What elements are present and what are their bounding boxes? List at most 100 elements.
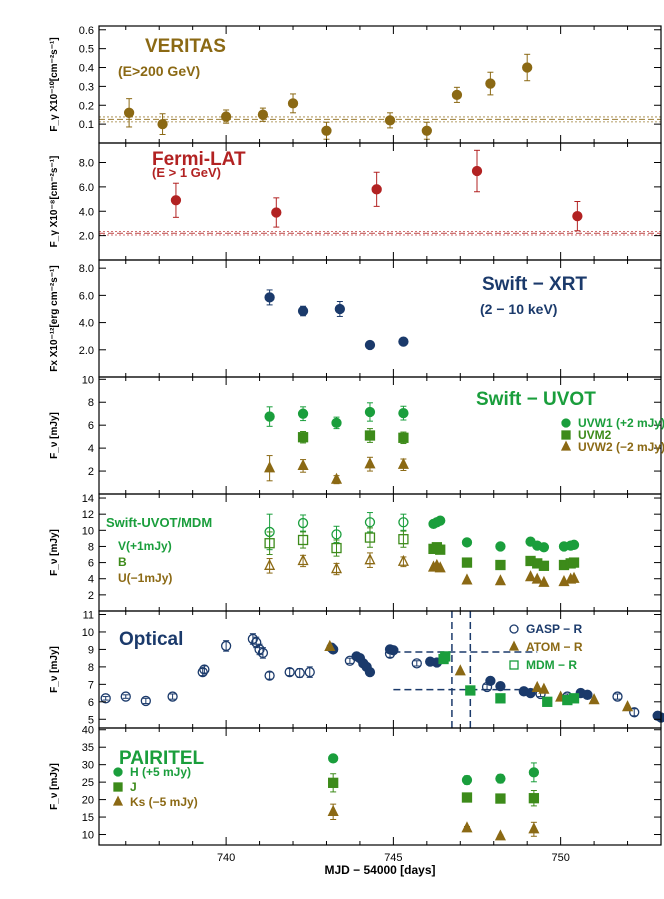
panel-title: (E > 1 GeV) [152, 165, 221, 180]
data-point [451, 89, 463, 101]
data-point [485, 675, 496, 687]
panel-title: VERITAS [145, 36, 226, 57]
chart-panels: 0.10.20.30.40.50.6F_γ X10⁻¹⁰[cm⁻²s⁻¹]VER… [49, 25, 664, 864]
data-point [364, 406, 376, 418]
data-point [524, 570, 537, 582]
y-tick-label: 0.1 [79, 119, 94, 131]
y-tick-label: 11 [83, 609, 94, 621]
data-point [297, 305, 309, 317]
x-axis-label: MJD − 54000 [days] [324, 863, 435, 877]
legend-label: V(+1mJy) [118, 539, 172, 553]
panel-title: (E>200 GeV) [118, 63, 200, 79]
data-point [461, 792, 473, 803]
y-tick-label: 9 [88, 644, 94, 656]
data-point [435, 544, 446, 555]
data-point [494, 829, 506, 841]
data-point [629, 707, 640, 718]
y-tick-label: 8 [88, 397, 94, 409]
data-point [440, 651, 451, 662]
data-point [328, 777, 339, 788]
series-mdm [438, 651, 580, 707]
data-point [495, 680, 506, 692]
y-tick-label: 0.5 [79, 44, 94, 56]
legend-label: U(−1mJy) [118, 571, 172, 585]
data-point [330, 562, 343, 574]
series-b-filled [428, 542, 580, 571]
data-point [542, 696, 553, 707]
data-point [100, 693, 111, 704]
data-point [655, 712, 664, 723]
x-tick-label: 740 [217, 852, 235, 864]
data-point [364, 339, 376, 351]
y-tick-label: 0.3 [79, 81, 94, 93]
panel-title: Fermi-LAT [152, 149, 246, 170]
panel-title: (2 − 10 keV) [480, 301, 557, 317]
data-point [364, 553, 376, 565]
data-point [528, 793, 540, 804]
data-point [568, 557, 580, 568]
y-tick-label: 2 [88, 466, 94, 478]
y-axis-label: F_γ X10⁻¹⁰[cm⁻²s⁻¹] [49, 37, 60, 131]
data-point [435, 515, 446, 526]
data-point [220, 640, 232, 652]
data-point [461, 573, 473, 585]
data-point [264, 292, 275, 303]
legend-marker [509, 660, 519, 670]
series-u-1mjy- [264, 552, 409, 576]
y-tick-label: 4.0 [79, 206, 94, 218]
data-point [197, 666, 208, 678]
data-point [334, 303, 346, 315]
data-point [364, 532, 376, 543]
panel-veritas: 0.10.20.30.40.50.6F_γ X10⁻¹⁰[cm⁻²s⁻¹]VER… [49, 25, 662, 144]
data-point [297, 458, 309, 471]
series-data [264, 289, 409, 351]
y-axis-label: F_ν [mJy] [49, 529, 60, 576]
data-point [294, 667, 305, 679]
y-tick-label: 30 [82, 760, 94, 772]
series-gasp-filled [326, 642, 664, 723]
legend-marker [509, 624, 519, 634]
data-point [398, 336, 409, 347]
data-point [297, 408, 309, 419]
data-point [461, 537, 473, 548]
panel-frame [98, 493, 662, 612]
y-tick-label: 5 [88, 714, 94, 726]
data-point [398, 517, 409, 528]
data-point [220, 111, 232, 122]
y-tick-label: 15 [82, 812, 94, 824]
data-point [495, 541, 506, 552]
y-tick-label: 8 [88, 541, 94, 553]
y-axis-label: F_γ X10⁻⁸[cm⁻²s⁻¹] [49, 156, 60, 248]
data-point [528, 822, 540, 834]
data-point [538, 682, 550, 694]
data-point [471, 165, 483, 177]
data-point [257, 647, 269, 659]
legend-label: GASP − R [526, 622, 582, 636]
legend-marker [508, 640, 520, 651]
legend-marker [560, 440, 572, 451]
series-data [123, 53, 533, 140]
data-point [331, 417, 342, 429]
data-point [538, 542, 550, 553]
y-tick-label: 10 [82, 374, 94, 386]
y-tick-label: 8.0 [79, 263, 94, 275]
y-tick-label: 7 [88, 679, 94, 691]
legend-label: ATOM − R [526, 640, 583, 654]
panel-xrt: 2.04.06.08.0Fx X10⁻¹²[erg cm⁻²s⁻¹]Swift … [49, 259, 662, 378]
data-point [411, 658, 422, 669]
data-point [123, 107, 135, 118]
data-point [572, 210, 583, 222]
y-axis-label: Fx X10⁻¹²[erg cm⁻²s⁻¹] [49, 265, 60, 371]
y-tick-label: 8 [88, 662, 94, 674]
data-point [461, 774, 473, 786]
panel-title: PAIRITEL [119, 748, 205, 769]
legend-marker [112, 795, 124, 806]
y-axis-label: F_ν [mJy] [49, 763, 60, 810]
legend-label: Ks (−5 mJy) [130, 795, 198, 809]
data-point [157, 118, 168, 130]
data-point [304, 666, 315, 678]
data-point [167, 691, 178, 702]
